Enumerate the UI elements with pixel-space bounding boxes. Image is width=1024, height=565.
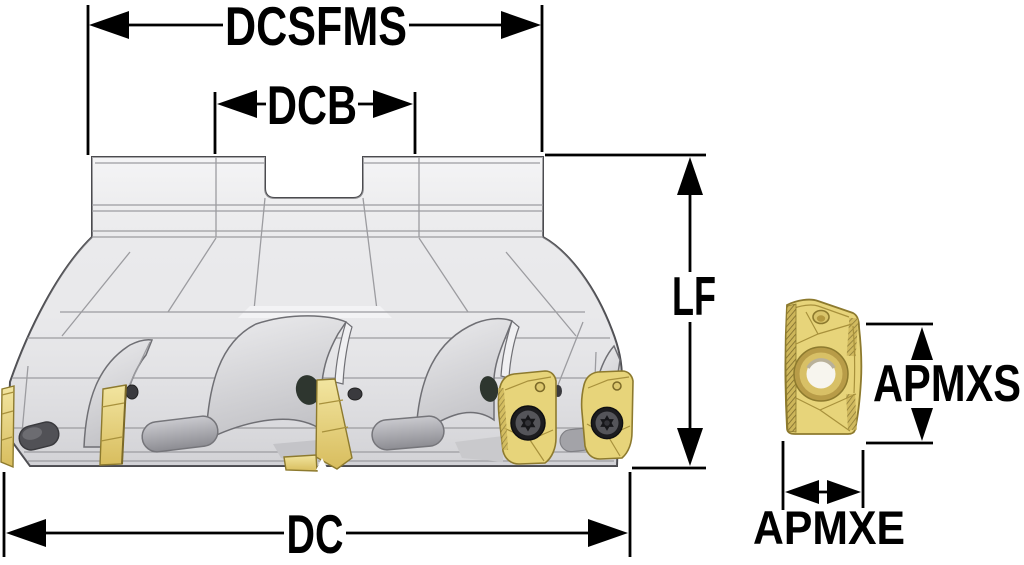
insert-1 bbox=[0, 385, 15, 469]
bore-right bbox=[479, 376, 499, 402]
arrow-right bbox=[373, 90, 413, 118]
insert-3 bbox=[283, 378, 353, 472]
apmx-insert-detail bbox=[784, 298, 863, 435]
insert-corner-hole bbox=[534, 381, 546, 393]
dimension-apmxe: APMXE bbox=[753, 441, 905, 554]
dim-label-dcb: DCB bbox=[267, 74, 357, 136]
coolant-slots bbox=[18, 415, 595, 453]
insert-screw-dimple bbox=[812, 309, 830, 325]
slot-center bbox=[371, 415, 445, 451]
arrow-right bbox=[827, 480, 861, 504]
dimension-dcsfms: DCSFMS bbox=[86, 0, 544, 155]
arrow-right bbox=[588, 519, 628, 547]
bore-center bbox=[295, 375, 321, 405]
cutter-body bbox=[0, 156, 634, 472]
arrow-up bbox=[911, 327, 933, 360]
arrow-left bbox=[217, 90, 257, 118]
dimension-apmxs: APMXS bbox=[866, 322, 1021, 445]
arrow-up bbox=[677, 157, 703, 195]
dim-label-apmxe: APMXE bbox=[753, 501, 905, 554]
dim-label-dcsfms: DCSFMS bbox=[225, 0, 407, 57]
arrow-left bbox=[6, 519, 46, 547]
arrow-down bbox=[911, 408, 933, 441]
dim-label-apmxs: APMXS bbox=[873, 355, 1021, 413]
torx-screw-1 bbox=[510, 405, 546, 441]
insert-5 bbox=[580, 370, 634, 460]
arrow-right bbox=[501, 11, 541, 39]
dimension-dc: DC bbox=[2, 472, 632, 565]
dimension-lf: LF bbox=[545, 153, 716, 470]
insert-knurl-band bbox=[785, 303, 797, 433]
insert-corner-hole bbox=[612, 381, 622, 391]
slot-left bbox=[141, 415, 219, 453]
insert-2 bbox=[99, 384, 127, 466]
mounted-inserts bbox=[0, 370, 634, 472]
screw-edge-1 bbox=[125, 384, 139, 400]
torx-screw-2 bbox=[590, 406, 624, 440]
dim-label-dc: DC bbox=[287, 503, 344, 565]
dim-label-lf: LF bbox=[672, 265, 716, 327]
pocket-blade-center bbox=[334, 320, 353, 385]
screw-edge-2 bbox=[347, 387, 363, 401]
arrow-left bbox=[89, 11, 129, 39]
arrow-down bbox=[677, 428, 703, 466]
insert-center-hole bbox=[793, 346, 849, 402]
insert-4 bbox=[497, 370, 557, 465]
pocket-bores bbox=[295, 375, 499, 405]
arrow-left bbox=[785, 480, 819, 504]
dimension-dcb: DCB bbox=[213, 74, 417, 154]
